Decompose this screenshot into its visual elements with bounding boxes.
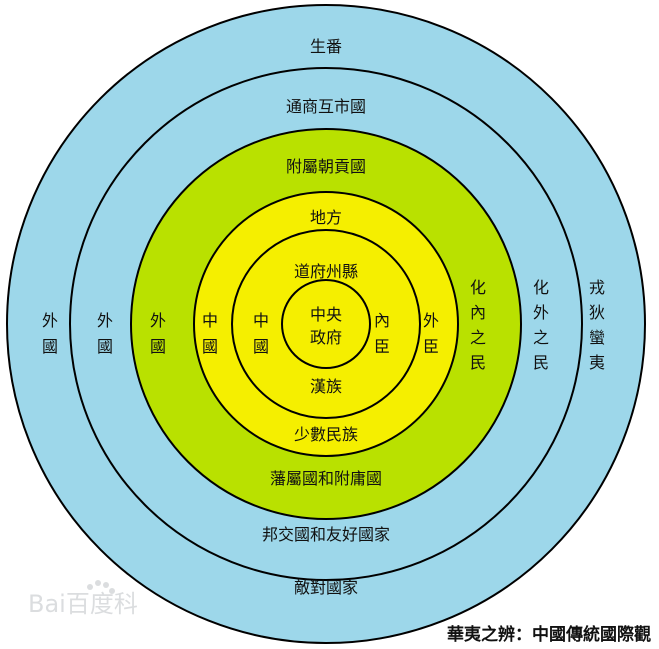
label-shaoshu-minzu: 少數民族 [294,425,358,444]
label-huawai-d: 民 [533,353,549,372]
label-rongdi-c: 蠻 [589,328,605,347]
label-waichen-b: 臣 [423,337,439,356]
label-waiguo-tributary-b: 國 [150,337,166,356]
label-huanei-b: 內 [470,303,486,322]
label-waiguo-outer-b: 國 [42,337,58,356]
label-huawai-b: 外 [533,303,549,322]
label-zhongyang-line1: 中央 [310,305,342,324]
label-rongdi-d: 夷 [589,353,605,372]
label-huawai-a: 化 [533,278,549,297]
baidu-watermark-logo: Bai百度科 [28,580,138,618]
label-zhongguo-inner-b: 國 [253,337,269,356]
label-waichen-a: 外 [423,311,439,330]
label-bangjiao-youhao: 邦交國和友好國家 [262,525,390,544]
label-shengfan: 生番 [310,37,342,56]
label-huanei-a: 化 [470,278,486,297]
label-zhongguo-inner-a: 中 [253,311,269,330]
label-rongdi-b: 狄 [589,303,605,322]
label-zhongyang-line2: 政府 [310,328,342,347]
label-fanshu-fuyong: 藩屬國和附庸國 [270,469,382,488]
label-rongdi-a: 戎 [589,278,605,297]
label-huanei-d: 民 [470,353,486,372]
label-waiguo-outer-a: 外 [42,311,58,330]
label-zhongguo-local-b: 國 [202,337,218,356]
label-difang: 地方 [310,208,342,227]
diagram-caption: 華夷之辨：中國傳統國際觀 [447,625,651,645]
label-neichen-b: 臣 [374,337,390,356]
label-waiguo-tributary-a: 外 [150,311,166,330]
label-huawai-c: 之 [533,328,549,347]
ring-core [281,279,371,369]
label-huanei-c: 之 [470,328,486,347]
svg-text:Bai百度科: Bai百度科 [28,590,138,618]
label-zhongguo-local-a: 中 [202,311,218,330]
label-neichen-a: 內 [374,311,390,330]
label-didui-guojia: 敵對國家 [294,578,358,597]
label-waiguo-trade-b: 國 [97,337,113,356]
label-waiguo-trade-a: 外 [97,311,113,330]
label-fushu-chaogong: 附屬朝貢國 [286,157,366,176]
label-daofu-zhouxian: 道府州縣 [294,262,358,281]
label-hanzu: 漢族 [310,377,342,396]
label-tongshang: 通商互市國 [286,97,366,116]
